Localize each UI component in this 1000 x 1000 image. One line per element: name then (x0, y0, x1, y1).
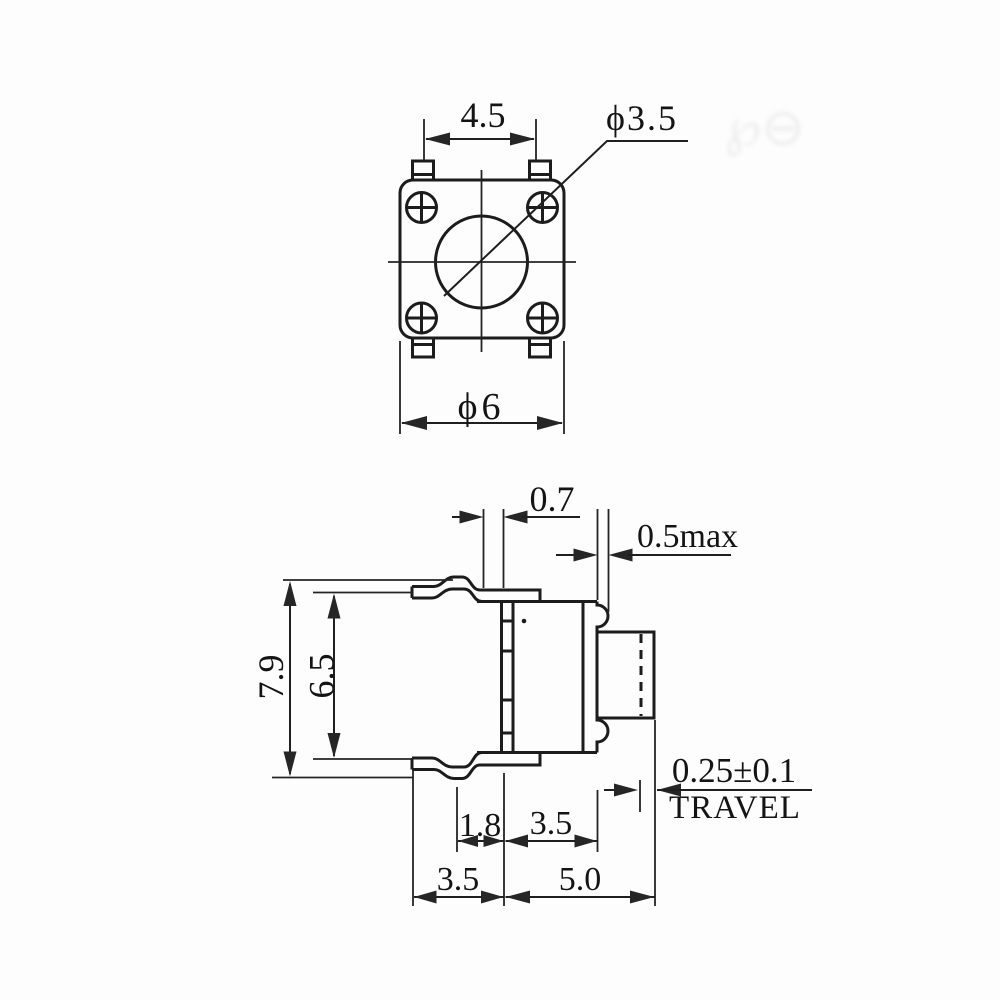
dim-label-body-depth: 3.5 (530, 805, 573, 842)
dimension-overall-height: 7.9 (251, 579, 453, 779)
dimension-travel: 0.25±0.1 TRAVEL (604, 720, 812, 906)
dim-label-bump-max: 0.5max (637, 518, 738, 555)
dim-label-travel-word: TRAVEL (669, 790, 801, 826)
dim-label-body-diameter: ϕ6 (457, 386, 504, 428)
right-face-with-bumps (595, 601, 610, 753)
scan-artifact: ℘⊖ (725, 98, 805, 158)
bottom-extension-lines (412, 770, 599, 906)
dimension-lead-bend: 1.8 (458, 807, 504, 847)
dim-label-stem-width: 0.7 (530, 479, 575, 519)
leader-button-diameter: ϕ3.5 (443, 98, 688, 297)
side-view: 0.7 0.5max 7.9 6.5 (251, 479, 812, 906)
dimension-inner-height: 6.5 (302, 591, 412, 760)
rivet-top-right (526, 191, 559, 224)
top-view: 4.5 ϕ3.5 ϕ6 (388, 95, 688, 434)
rivet-top-left (405, 191, 438, 224)
dim-label-travel-value: 0.25±0.1 (672, 751, 796, 790)
rivet-bottom-right (526, 301, 559, 335)
dimension-pin-pitch: 4.5 (423, 95, 537, 160)
switch-body-side (477, 600, 610, 754)
dimension-total-depth: 5.0 (505, 861, 655, 904)
dim-label-pin-pitch: 4.5 (461, 95, 506, 135)
dim-label-total-depth: 5.0 (559, 861, 602, 898)
dimension-lead-span: 3.5 (414, 861, 504, 904)
plunger (597, 630, 656, 720)
dim-label-inner-height: 6.5 (302, 654, 342, 699)
dim-label-lead-bend: 1.8 (459, 807, 502, 844)
dimension-bump-max: 0.5max (556, 509, 738, 612)
dim-label-lead-span: 3.5 (437, 861, 480, 898)
stem-strip (500, 601, 515, 753)
dim-label-overall-height: 7.9 (251, 655, 291, 700)
dimension-body-diameter: ϕ6 (399, 341, 565, 434)
dimension-stem-width: 0.7 (452, 479, 580, 588)
rivet-bottom-left (405, 301, 438, 335)
bottom-pin-tabs (411, 336, 552, 359)
dimension-body-depth: 3.5 (505, 805, 597, 848)
top-pin-tabs (411, 159, 552, 182)
corner-rivets (405, 191, 559, 335)
scan-speck (521, 618, 527, 624)
dim-label-button-diameter: ϕ3.5 (606, 98, 678, 138)
bottom-lead (410, 751, 542, 780)
